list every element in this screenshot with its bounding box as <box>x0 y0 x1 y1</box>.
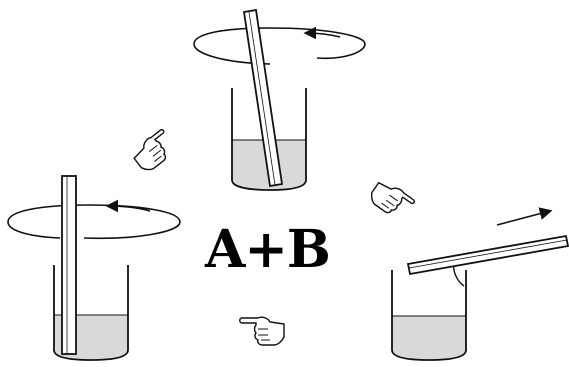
rotation-ring-left <box>7 204 181 240</box>
beaker-left <box>53 265 129 361</box>
strip-top <box>242 8 284 188</box>
top-beaker-group <box>193 8 366 191</box>
beaker-right-liquid <box>392 316 466 360</box>
strip-left <box>61 175 77 355</box>
hand-pointer-icon <box>133 128 167 171</box>
hand-pointer-icon <box>239 316 285 346</box>
hand-pointer-icon <box>370 181 415 214</box>
beaker-top <box>231 88 307 191</box>
rotation-ring-top <box>193 27 366 65</box>
right-beaker-group <box>391 207 569 361</box>
pull-arrow-icon <box>496 207 553 226</box>
strip-right <box>406 234 569 276</box>
rotation-arrow-icon <box>105 199 151 213</box>
left-beaker-group <box>7 175 181 361</box>
center-label: A+B <box>205 219 331 280</box>
beaker-right <box>391 270 467 361</box>
rotation-arrow-icon <box>303 26 341 40</box>
